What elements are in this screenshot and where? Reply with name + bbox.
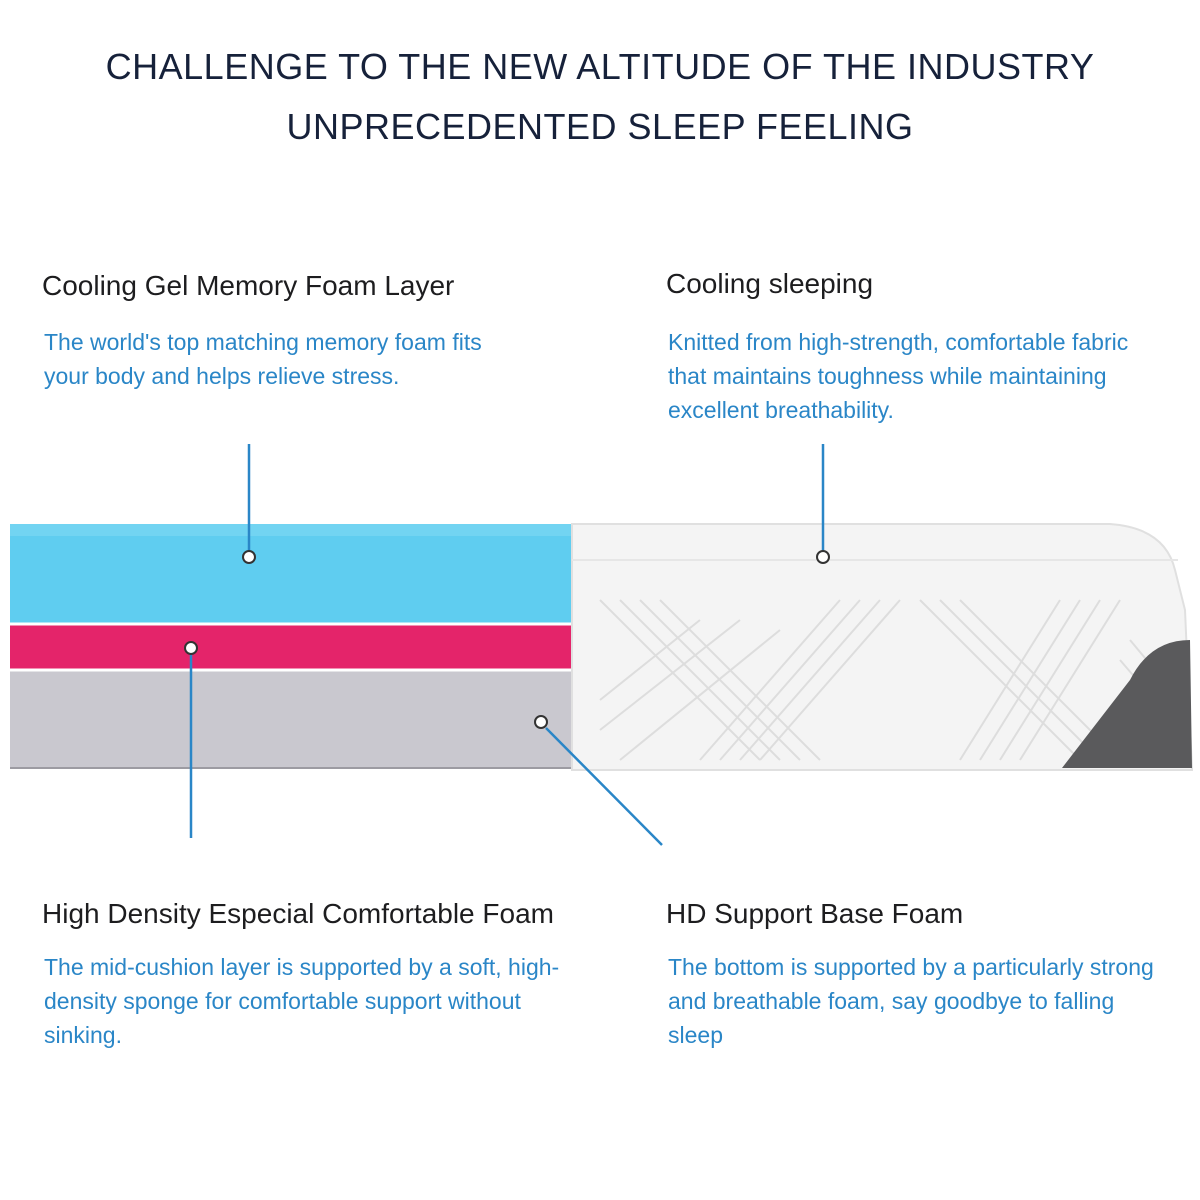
feature-title-cooling-sleeping: Cooling sleeping bbox=[666, 268, 874, 299]
feature-desc-cooling-sleeping: Knitted from high-strength, comfortable … bbox=[668, 329, 1129, 423]
cover-marker bbox=[816, 550, 830, 564]
callouts bbox=[184, 444, 830, 846]
feature-title-gel-foam: Cooling Gel Memory Foam Layer bbox=[42, 270, 455, 301]
comfort-layer-marker bbox=[184, 641, 198, 655]
headline-line-1: CHALLENGE TO THE NEW ALTITUDE OF THE IND… bbox=[105, 46, 1095, 87]
gel-memory-foam-layer bbox=[10, 524, 576, 624]
gel-layer-marker bbox=[242, 550, 256, 564]
comfort-foam-layer bbox=[10, 624, 576, 670]
headline-line-2: UNPRECEDENTED SLEEP FEELING bbox=[286, 106, 914, 147]
feature-desc-base-foam: The bottom is supported by a particularl… bbox=[668, 954, 1154, 1048]
foam-layers bbox=[10, 524, 576, 769]
feature-title-comfort-foam: High Density Especial Comfortable Foam bbox=[42, 898, 554, 929]
knitted-cover bbox=[571, 523, 1194, 771]
base-support-foam-layer bbox=[10, 670, 576, 768]
base-side-panel bbox=[1062, 640, 1192, 768]
feature-title-base-foam: HD Support Base Foam bbox=[666, 898, 964, 929]
base-layer-marker bbox=[534, 715, 548, 729]
feature-desc-comfort-foam: The mid-cushion layer is supported by a … bbox=[44, 954, 560, 1048]
feature-desc-gel-foam: The world's top matching memory foam fit… bbox=[44, 329, 482, 389]
